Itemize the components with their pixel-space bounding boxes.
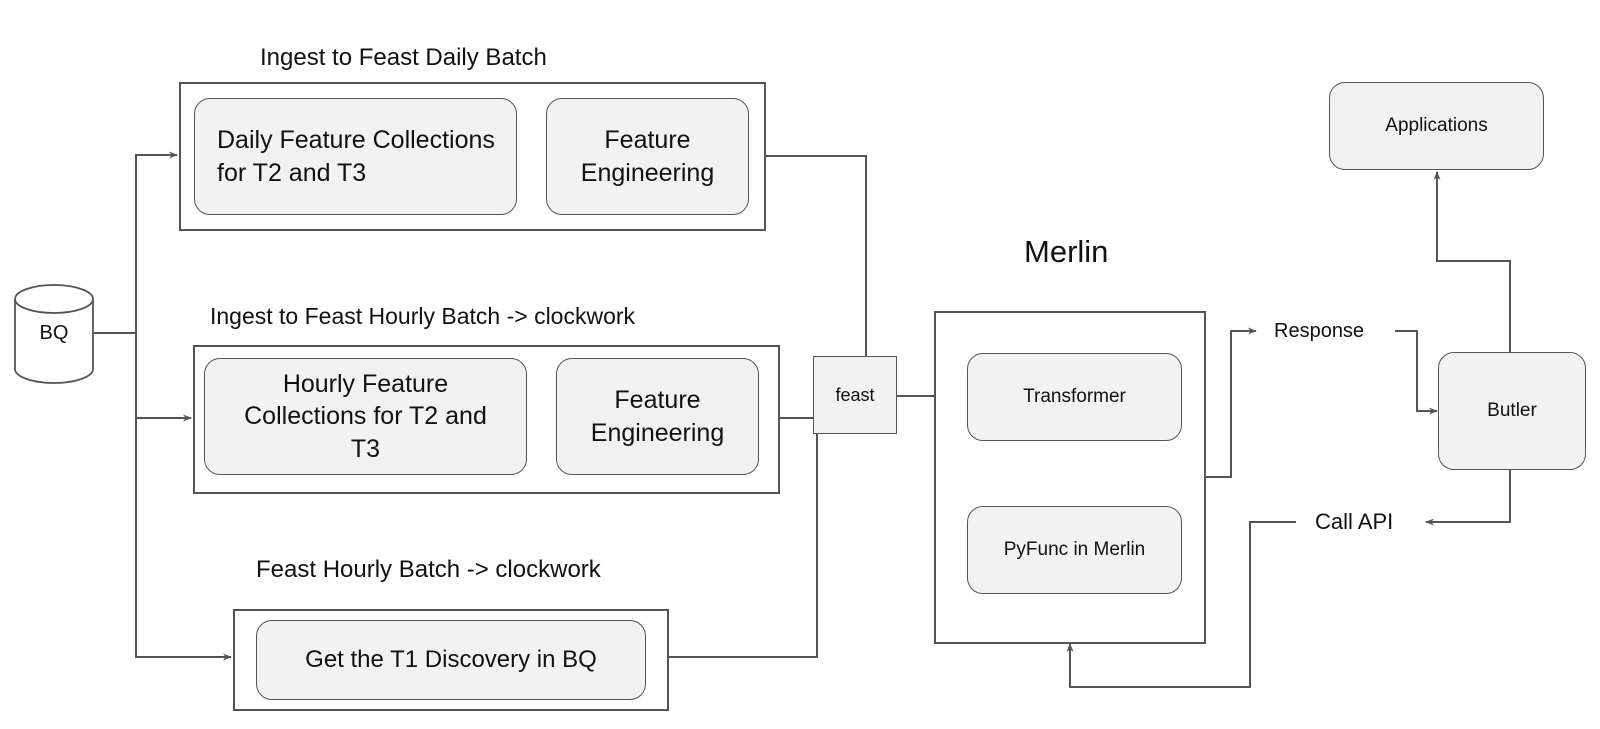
edge-bq-to-discovery (135, 418, 232, 661)
daily-batch-title: Ingest to Feast Daily Batch (260, 44, 547, 71)
edge-discovery-to-feast (669, 434, 818, 658)
bq-label: BQ (39, 322, 69, 344)
edge-butler-to-call-api (1425, 469, 1511, 526)
daily-feature-collections-node: Daily Feature Collections for T2 and T3 (194, 98, 517, 215)
hourly-batch-title: Ingest to Feast Hourly Batch -> clockwor… (210, 303, 636, 329)
response-label: Response (1274, 319, 1365, 342)
applications-node: Applications (1329, 82, 1544, 170)
hourly-feature-collections-node: Hourly Feature Collections for T2 and T3 (204, 358, 527, 475)
edge-butler-to-applications (1433, 171, 1511, 352)
edge-bq-to-daily (94, 151, 178, 334)
pyfunc-node: PyFunc in Merlin (967, 506, 1182, 594)
edge-merlin-to-response (1204, 327, 1257, 478)
edge-call-api-to-merlin (1066, 521, 1296, 688)
merlin-title: Merlin (1024, 234, 1109, 269)
t1-discovery-node: Get the T1 Discovery in BQ (256, 620, 646, 700)
edge-response-to-butler (1395, 330, 1438, 415)
butler-node: Butler (1438, 352, 1586, 470)
call-api-label: Call API (1315, 509, 1394, 534)
edge-bq-to-hourly (135, 333, 192, 422)
transformer-node: Transformer (967, 353, 1182, 441)
daily-feature-engineering-node: Feature Engineering (546, 98, 749, 215)
bq-database-icon (14, 284, 94, 384)
feast-node: feast (813, 356, 897, 434)
edge-daily-to-feast (766, 155, 867, 356)
hourly-feature-engineering-node: Feature Engineering (556, 358, 759, 475)
discovery-batch-title: Feast Hourly Batch -> clockwork (256, 556, 601, 583)
